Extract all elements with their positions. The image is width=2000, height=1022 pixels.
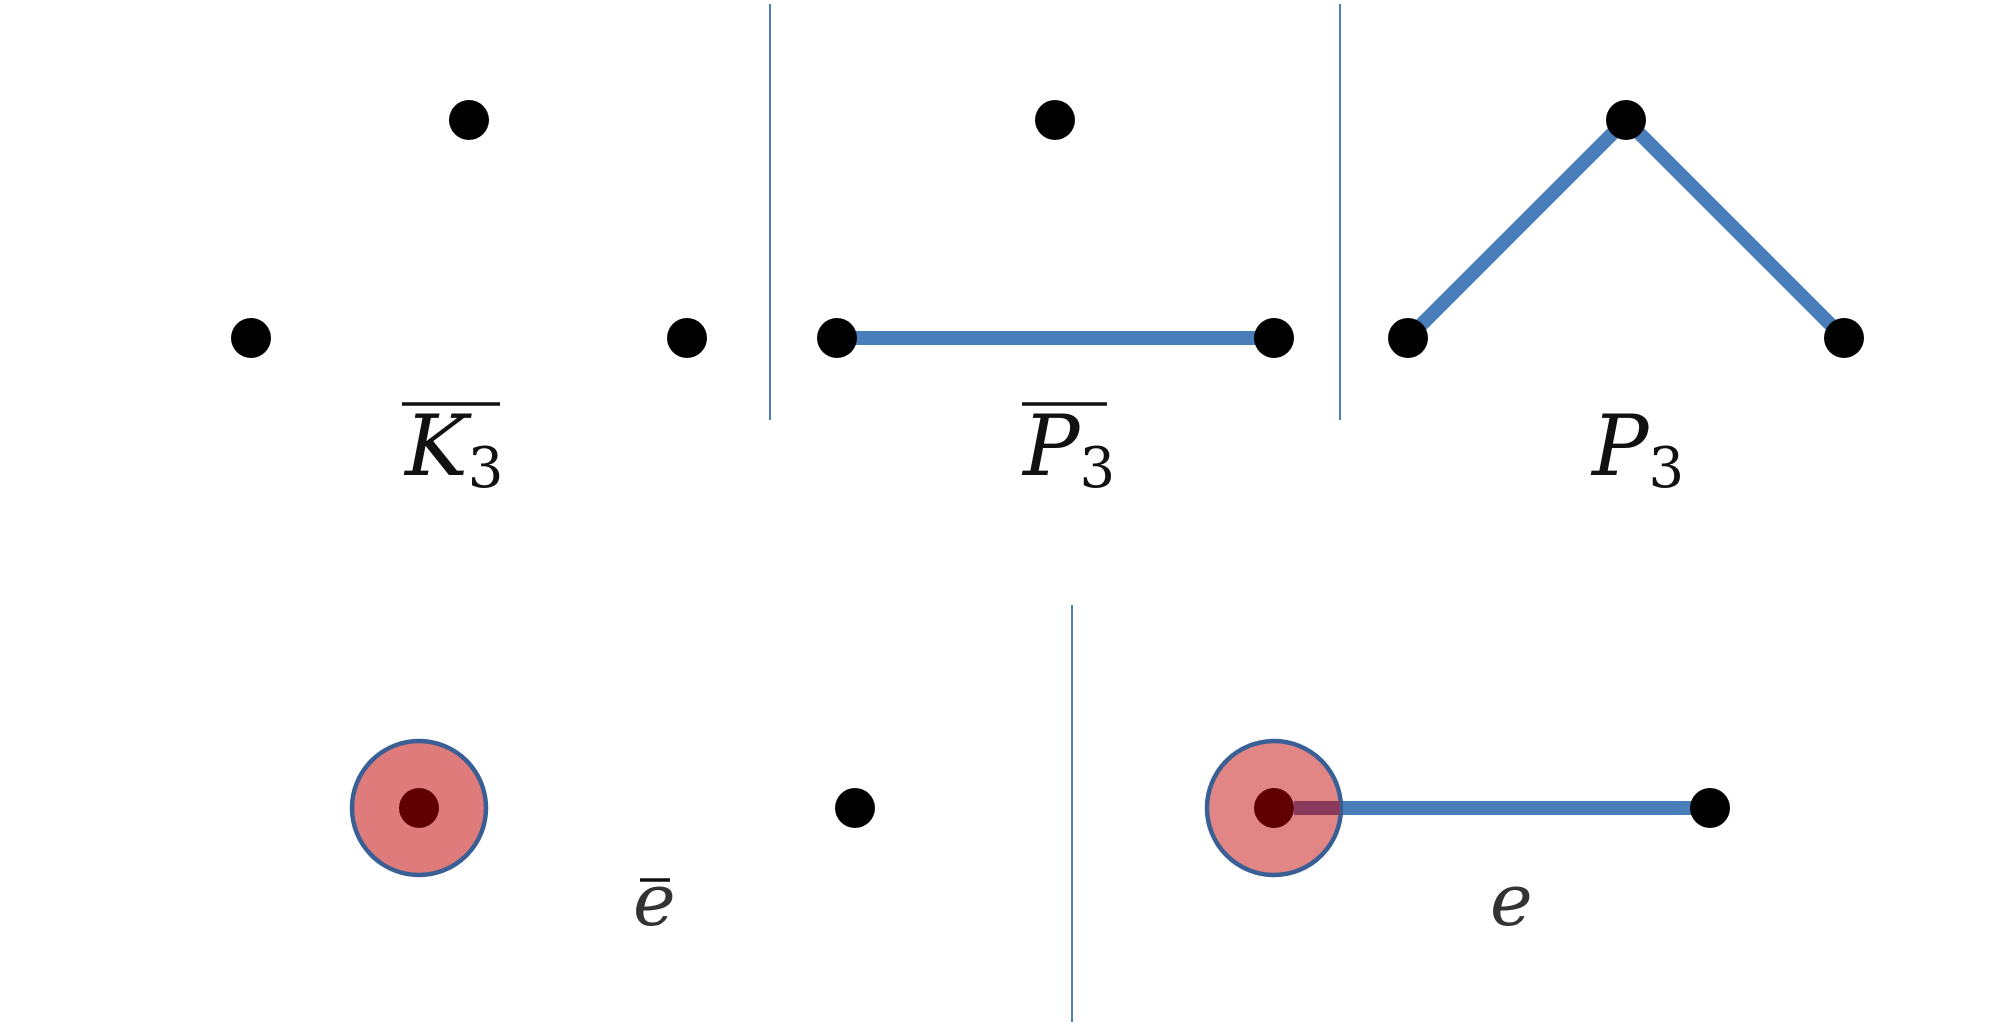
panel-label: K3 bbox=[403, 397, 503, 501]
panel-e: e bbox=[1204, 738, 1730, 942]
vertex-top bbox=[449, 100, 489, 140]
edge-top-right bbox=[1621, 115, 1849, 343]
panel-e-complement: e bbox=[349, 738, 875, 942]
vertex-left bbox=[231, 318, 271, 358]
panel-p3: P3 bbox=[1388, 100, 1864, 501]
vertex-right bbox=[667, 318, 707, 358]
panel-p3-complement: P3 bbox=[817, 100, 1294, 501]
vertex-left bbox=[817, 318, 857, 358]
panel-label: e bbox=[1490, 858, 1533, 942]
vertex-right bbox=[1690, 788, 1730, 828]
vertex-highlighted bbox=[1254, 788, 1294, 828]
vertex-top bbox=[1035, 100, 1075, 140]
panel-k3-complement: K3 bbox=[231, 100, 707, 501]
vertex-right bbox=[1824, 318, 1864, 358]
vertex-highlighted bbox=[399, 788, 439, 828]
vertex-left bbox=[1388, 318, 1428, 358]
edge-left-top bbox=[1403, 115, 1631, 343]
panel-label: P3 bbox=[1021, 397, 1115, 501]
panel-label: P3 bbox=[1590, 397, 1684, 501]
panel-label: e bbox=[633, 858, 676, 942]
vertex-top bbox=[1606, 100, 1646, 140]
vertex-right bbox=[1254, 318, 1294, 358]
vertex-right bbox=[835, 788, 875, 828]
